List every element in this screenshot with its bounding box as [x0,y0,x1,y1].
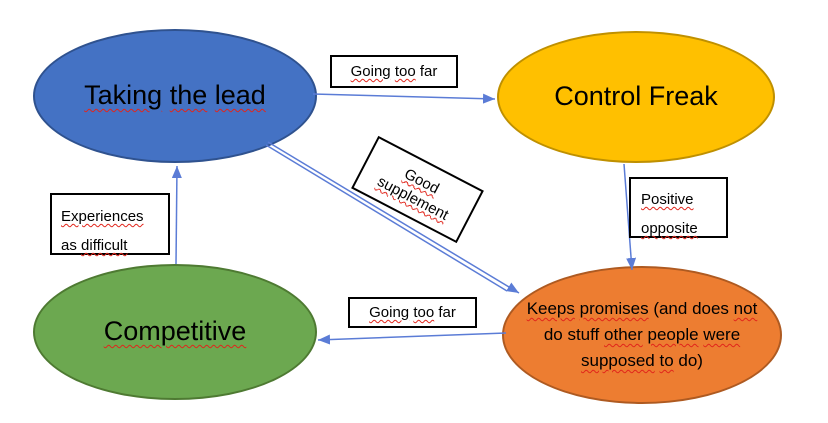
label-positive-opposite-line-2: opposite [641,220,698,237]
label-positive-opposite-line-1: Positive [641,191,694,208]
label-experiences-line-1: Experiences [61,208,144,225]
node-keeps-promises-label: Keeps promises (and does not do stuff ot… [527,296,758,374]
node-taking-the-lead[interactable]: Taking the lead [33,29,317,163]
keeps-promises-line-3: supposed to do) [581,351,703,370]
node-keeps-promises[interactable]: Keeps promises (and does not do stuff ot… [502,266,782,404]
connector-taking-to-control[interactable] [312,93,496,104]
label-going-too-far-bottom-text: Going too far [369,304,456,321]
node-control-freak-label: Control Freak [554,81,718,112]
node-competitive-label: Competitive [103,316,247,347]
connector-taking-to-keeps-line2[interactable] [265,144,508,292]
connector-taking-to-keeps-line1[interactable] [267,141,520,294]
node-competitive[interactable]: Competitive [33,264,317,400]
label-going-too-far-bottom[interactable]: Going too far [348,297,477,328]
label-going-too-far-top[interactable]: Going too far [330,55,458,88]
connector-competitive-to-taking[interactable] [171,165,182,265]
label-positive-opposite[interactable]: Positive opposite [629,177,728,238]
connector-keeps-to-competitive[interactable] [317,332,507,345]
keeps-promises-line-2: do stuff other people were [543,325,741,344]
node-control-freak[interactable]: Control Freak [497,31,775,163]
keeps-promises-line-1: Keeps promises (and does not [526,299,758,318]
label-experiences-line-2: as difficult [61,237,128,254]
label-going-too-far-top-text: Going too far [350,63,438,80]
node-taking-the-lead-label: Taking the lead [84,80,266,111]
connector-control-to-keeps[interactable] [623,163,637,271]
label-experiences-as-difficult[interactable]: Experiences as difficult [50,193,170,255]
